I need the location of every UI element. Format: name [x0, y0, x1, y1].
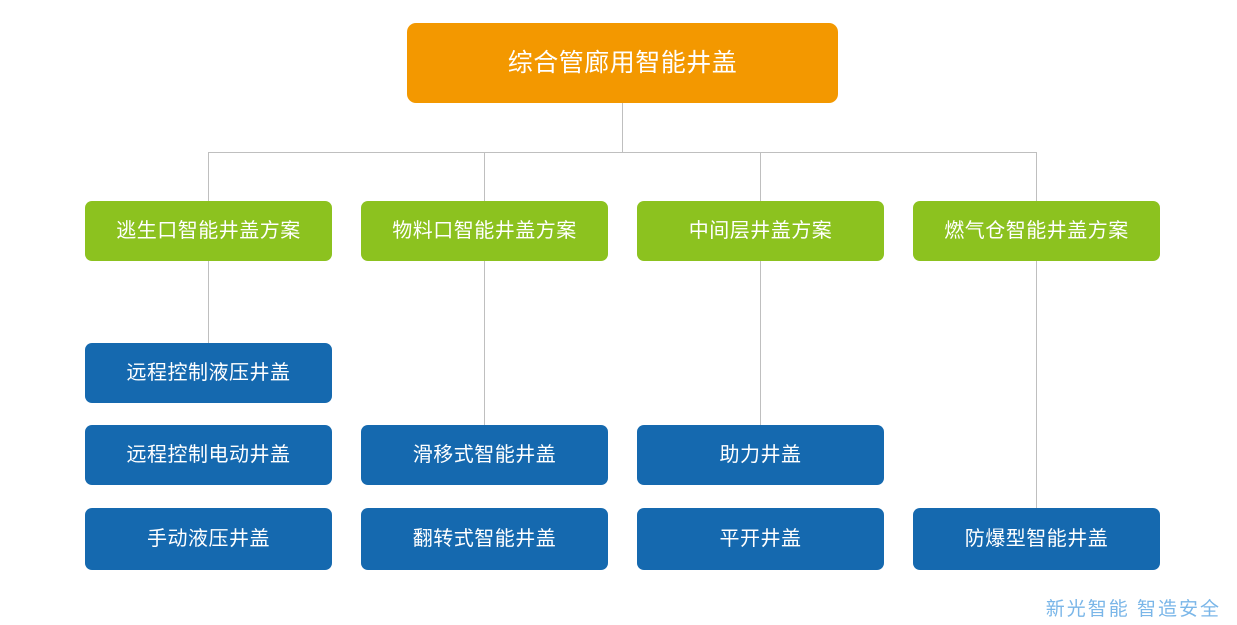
- leaf-node-3-1[interactable]: 助力井盖: [637, 425, 884, 485]
- leaf-node-1-2[interactable]: 远程控制电动井盖: [85, 425, 332, 485]
- connector-spine-1: [208, 261, 209, 343]
- branch-node-4[interactable]: 燃气仓智能井盖方案: [913, 201, 1160, 261]
- leaf-node-1-1[interactable]: 远程控制液压井盖: [85, 343, 332, 403]
- leaf-node-2-1[interactable]: 滑移式智能井盖: [361, 425, 608, 485]
- root-node[interactable]: 综合管廊用智能井盖: [407, 23, 838, 103]
- leaf-node-4-1[interactable]: 防爆型智能井盖: [913, 508, 1160, 570]
- leaf-node-2-2[interactable]: 翻转式智能井盖: [361, 508, 608, 570]
- branch-node-2[interactable]: 物料口智能井盖方案: [361, 201, 608, 261]
- connector-branch-drop-3: [760, 152, 761, 201]
- leaf-node-1-3[interactable]: 手动液压井盖: [85, 508, 332, 570]
- leaf-node-3-2[interactable]: 平开井盖: [637, 508, 884, 570]
- connector-branch-drop-1: [208, 152, 209, 201]
- branch-node-3[interactable]: 中间层井盖方案: [637, 201, 884, 261]
- connector-horizontal-bus: [208, 152, 1037, 153]
- connector-spine-2: [484, 261, 485, 425]
- connector-spine-4: [1036, 261, 1037, 508]
- connector-root-stem: [622, 103, 623, 152]
- connector-spine-3: [760, 261, 761, 425]
- connector-branch-drop-4: [1036, 152, 1037, 201]
- branch-node-1[interactable]: 逃生口智能井盖方案: [85, 201, 332, 261]
- connector-branch-drop-2: [484, 152, 485, 201]
- watermark-text: 新光智能 智造安全: [1045, 599, 1221, 620]
